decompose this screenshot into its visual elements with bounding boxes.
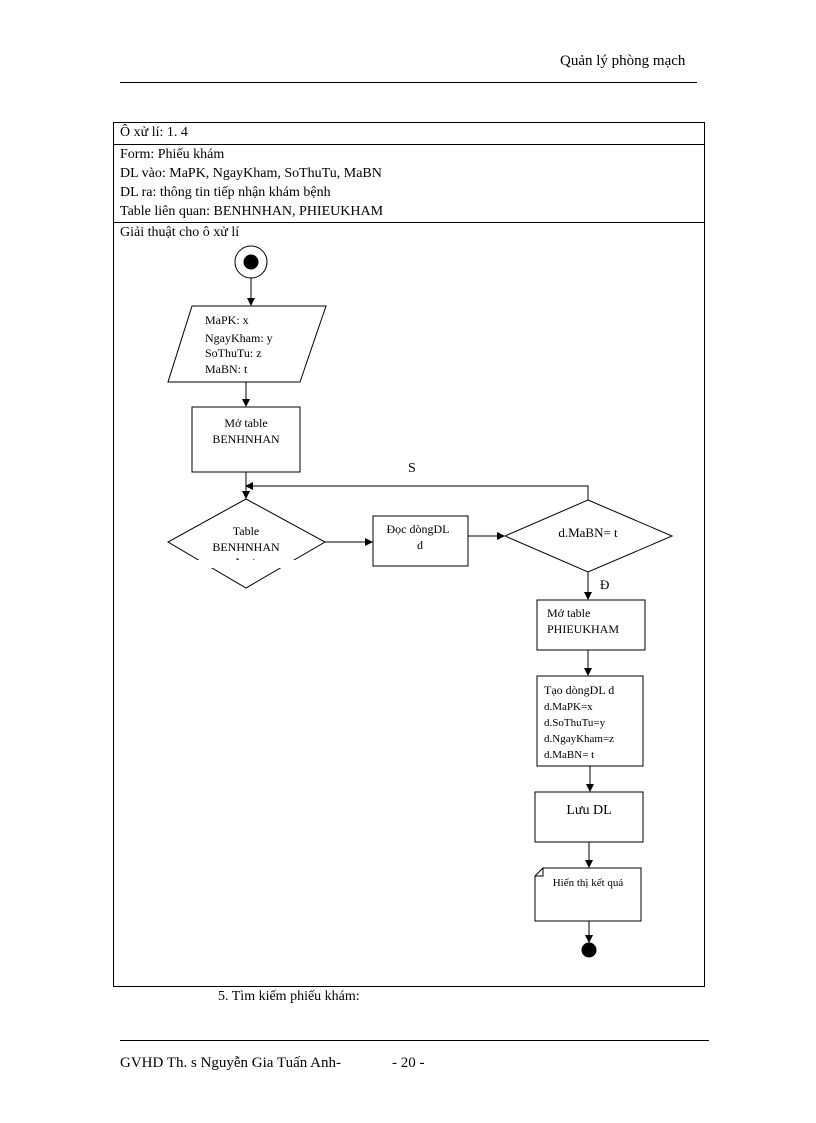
loop-cond-line-1: Table	[233, 524, 259, 538]
input-node: MaPK: x NgayKham: y SoThuTu: z MaBN: t	[167, 305, 327, 383]
loop-condition-node: Table BENHNHAN vẫn còn	[166, 498, 327, 589]
start-node	[234, 245, 268, 279]
open-phieukham-line-1: Mở table	[547, 606, 590, 620]
end-node	[581, 942, 597, 958]
read-row-node: Đọc dòngDL d	[372, 515, 469, 567]
loop-back-arrow	[245, 482, 589, 518]
create-row-node: Tạo dòngDL d d.MaPK=x d.SoThuTu=y d.Ngay…	[536, 675, 644, 767]
algorithm-label: Giải thuật cho ô xử lí	[120, 225, 240, 240]
read-row-line-2: d	[417, 538, 423, 552]
table-title: Ô xử lí: 1. 4	[120, 125, 188, 140]
open-benhnhan-line-2: BENHNHAN	[212, 432, 280, 446]
create-row-line-3: d.SoThuTu=y	[544, 717, 606, 729]
create-row-line-4: d.NgayKham=z	[544, 733, 614, 745]
loop-cond-line-2: BENHNHAN	[212, 540, 280, 554]
read-row-line-1: Đọc dòngDL	[387, 522, 450, 536]
process-table: Ô xử lí: 1. 4 Form: Phiếu khám DL vào: M…	[113, 122, 705, 987]
open-phieukham-node: Mở table PHIEUKHAM	[536, 599, 646, 651]
create-row-line-1: Tạo dòngDL d	[544, 683, 614, 697]
open-phieukham-line-2: PHIEUKHAM	[547, 622, 619, 636]
input-line-mabn: MaBN: t	[205, 362, 248, 376]
page-number: - 20 -	[392, 1055, 425, 1071]
check-mabn-node: d.MaBN= t	[503, 499, 674, 573]
label-d: Đ	[600, 577, 609, 592]
input-line-mapk: MaPK: x	[205, 313, 249, 327]
save-label: Lưu DL	[566, 803, 611, 818]
open-benhnhan-node: Mở table BENHNHAN	[191, 406, 301, 473]
footer-author: GVHD Th. s Nguyễn Gia Tuấn Anh-	[120, 1055, 341, 1071]
input-line-sothutu: SoThuTu: z	[205, 346, 262, 360]
display-node: Hiển thị kết quả	[534, 867, 642, 922]
section-heading: 5. Tìm kiếm phiếu khám:	[218, 989, 360, 1004]
form-line: Form: Phiếu khám	[120, 147, 225, 162]
display-label: Hiển thị kết quả	[553, 877, 624, 889]
table-title-row: Ô xử lí: 1. 4	[114, 123, 704, 145]
check-mabn-label: d.MaBN= t	[558, 525, 618, 540]
input-line-ngaykham: NgayKham: y	[205, 331, 273, 345]
save-node: Lưu DL	[534, 791, 644, 843]
output-data-line: DL ra: thông tin tiếp nhận khám bệnh	[120, 185, 331, 200]
create-row-line-2: d.MaPK=x	[544, 701, 593, 713]
related-tables-line: Table liên quan: BENHNHAN, PHIEUKHAM	[120, 204, 384, 219]
create-row-line-5: d.MaBN= t	[544, 749, 594, 761]
header-title: Quản lý phòng mạch	[560, 53, 686, 69]
open-benhnhan-line-1: Mở table	[224, 416, 267, 430]
header-rule	[120, 82, 697, 83]
footer-rule	[120, 1040, 709, 1041]
input-data-line: DL vào: MaPK, NgayKham, SoThuTu, MaBN	[120, 166, 382, 181]
table-info-row: Form: Phiếu khám DL vào: MaPK, NgayKham,…	[114, 145, 704, 223]
label-s: S	[408, 461, 416, 476]
